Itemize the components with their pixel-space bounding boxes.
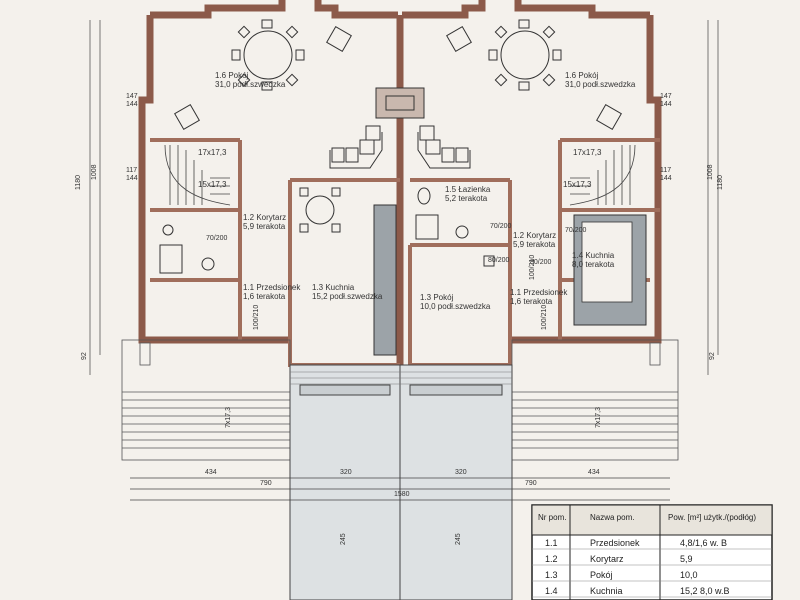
legend-row-name: Kuchnia: [590, 586, 623, 596]
legend-table: [531, 504, 773, 600]
dim-garage_r: 245: [455, 533, 462, 545]
armchairs-left: [174, 26, 383, 169]
room-label-r13_right: 1.3 Pokój: [420, 293, 454, 302]
dim-d790b: 790: [525, 480, 537, 487]
dim-h1008r: 1008: [707, 164, 714, 180]
dim-d320a: 320: [340, 469, 352, 476]
dim-door4: 80/200: [530, 259, 552, 266]
dim-d790a: 790: [260, 480, 272, 487]
dim-h1008l: 1008: [91, 164, 98, 180]
room-area-r12_left: 5,9 terakota: [243, 222, 286, 231]
stairs-label-right2: 15x17,3: [563, 180, 592, 189]
bathroom-fixtures-right: [415, 187, 495, 267]
dim-door5: 100/210: [253, 305, 260, 330]
legend-row-area: 5,9: [680, 554, 693, 564]
legend-row-nr: 1.4: [545, 586, 558, 596]
dim-d434b: 434: [588, 469, 600, 476]
legend-row-nr: 1.2: [545, 554, 558, 564]
room-label-r16_right: 1.6 Pokój: [565, 71, 599, 80]
dining-table-right: [488, 19, 562, 91]
dim-door8: 100/210: [529, 255, 536, 280]
dining-table-left: [231, 19, 305, 91]
room-area-r11_right: 1,6 terakota: [510, 297, 553, 306]
room-label-r12_left: 1.2 Korytarz: [243, 213, 286, 222]
stairs-label-left: 17x17,3: [198, 148, 227, 157]
legend-header-2: Pow. [m²] użytk./(podłóg): [668, 513, 756, 522]
dim-door3: 70/200: [565, 227, 587, 234]
dim-door6: 100/210: [541, 305, 548, 330]
garages: [289, 364, 513, 600]
legend-row-area: 15,2 8,0 w.B: [680, 586, 730, 596]
dim-h117l: 117: [126, 167, 137, 174]
legend-row-name: Przedsionek: [590, 538, 640, 548]
dim-h117r: 117: [660, 167, 671, 174]
dim-h1180r: 1180: [717, 175, 724, 190]
dim-h92l: 92: [81, 352, 88, 360]
dim-d320b: 320: [455, 469, 467, 476]
dim-d1580: 1580: [394, 491, 410, 498]
room-label-r14_right: 1.4 Kuchnia: [572, 251, 615, 260]
stairs-label-left2: 15x17,3: [198, 180, 227, 189]
dim-h92r: 92: [709, 352, 716, 360]
dim-h147r: 147: [660, 93, 672, 100]
stairs-label-right: 17x17,3: [573, 148, 602, 157]
dim-h144r: 144: [660, 101, 672, 108]
dim-door7: 80/200: [488, 257, 510, 264]
dimension-lines: [89, 20, 719, 501]
room-label-r16_left: 1.6 Pokój: [215, 71, 249, 80]
dim-ramp_r: 7x17,3: [595, 407, 602, 428]
room-label-r11_right: 1.1 Przedsionek: [510, 288, 568, 297]
legend-row-name: Korytarz: [590, 554, 624, 564]
dim-d434a: 434: [205, 469, 217, 476]
dim-door2: 70/200: [490, 223, 512, 230]
dim-h144r2: 144: [660, 175, 672, 182]
terrace-left: [121, 339, 291, 461]
room-area-r12_right: 5,9 terakota: [513, 240, 556, 249]
stairs-left: [164, 144, 231, 206]
legend-row-nr: 1.1: [545, 538, 558, 548]
room-area-r11_left: 1,6 terakota: [243, 292, 286, 301]
room-label-r12_right: 1.2 Korytarz: [513, 231, 556, 240]
legend-row-area: 10,0: [680, 570, 698, 580]
dim-ramp_l: 7x17,3: [225, 407, 232, 428]
legend-row-area: 4,8/1,6 w. B: [680, 538, 727, 548]
armchairs-right: [417, 26, 622, 169]
room-area-r15_right: 5,2 terakota: [445, 194, 488, 203]
dim-h144l2: 144: [126, 175, 138, 182]
bathroom-fixtures-left: [159, 224, 215, 274]
kitchen-counter-left: [373, 204, 397, 356]
kitchen-table-left: [299, 187, 341, 233]
legend-header-0: Nr pom.: [538, 513, 566, 522]
room-area-r16_right: 31,0 podł.szwedzka: [565, 80, 636, 89]
room-label-r15_right: 1.5 Łazienka: [445, 185, 491, 194]
room-area-r13_left: 15,2 podł.szwedzka: [312, 292, 383, 301]
room-area-r14_right: 8,0 terakota: [572, 260, 615, 269]
stairs-right: [569, 144, 636, 206]
room-area-r13_right: 10,0 podł.szwedzka: [420, 302, 491, 311]
dim-h1180l: 1180: [75, 175, 82, 190]
legend-row-nr: 1.3: [545, 570, 558, 580]
dim-garage_l: 245: [340, 533, 347, 545]
room-area-r16_left: 31,0 podł.szwedzka: [215, 80, 286, 89]
room-label-r11_left: 1.1 Przedsionek: [243, 283, 301, 292]
fireplace: [375, 87, 425, 119]
legend-header-1: Nazwa pom.: [590, 513, 634, 522]
dim-door1: 70/200: [206, 235, 228, 242]
room-label-r13_left: 1.3 Kuchnia: [312, 283, 355, 292]
dim-h147l: 147: [126, 93, 138, 100]
dim-h144l: 144: [126, 101, 138, 108]
kitchen-floor-right: [581, 221, 633, 303]
legend-row-name: Pokój: [590, 570, 613, 580]
